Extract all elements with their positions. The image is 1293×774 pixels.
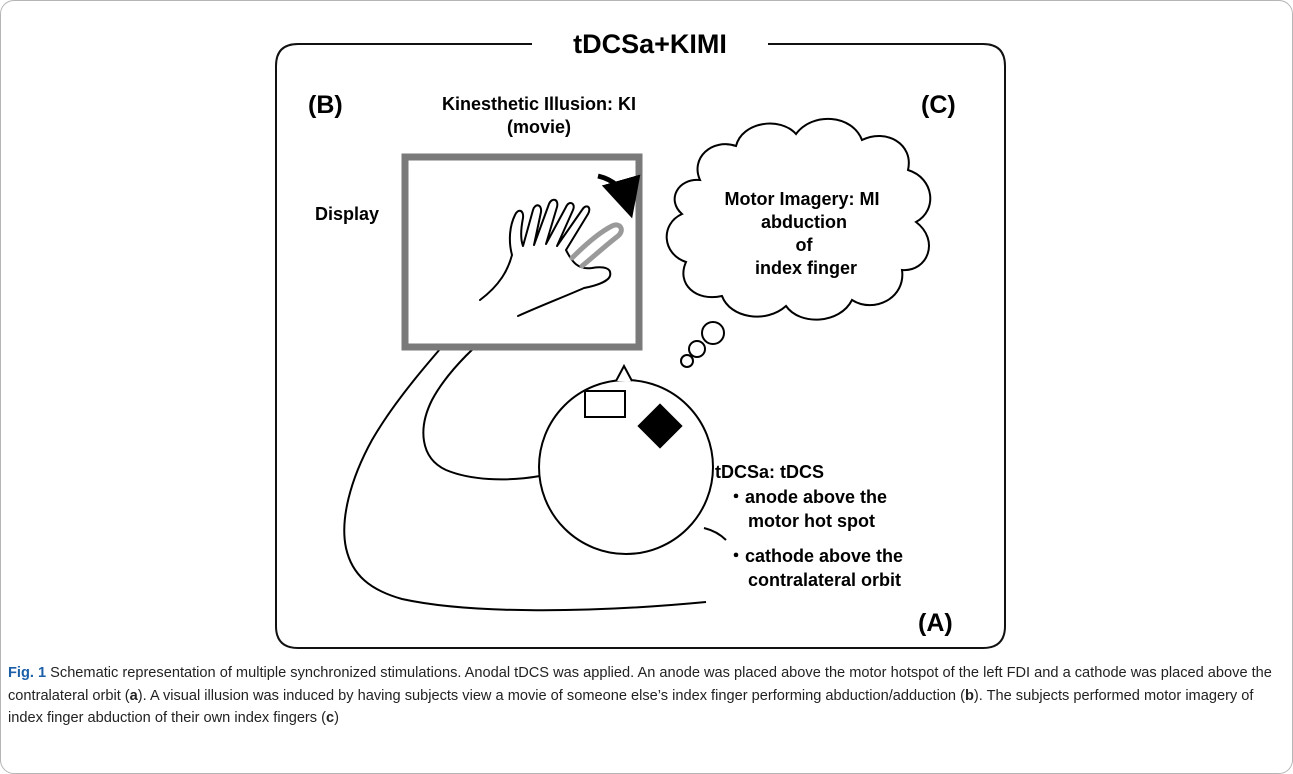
tdcs-anode-line1: ・anode above the	[727, 487, 887, 507]
caption-fig-number: Fig. 1	[8, 665, 47, 681]
panel-label-a: (A)	[918, 609, 953, 637]
ki-label-line1: Kinesthetic Illusion: KI	[442, 94, 636, 114]
moving-index-finger	[569, 222, 624, 269]
caption-text-4: )	[334, 710, 340, 726]
mi-label-line4: index finger	[755, 258, 857, 278]
hand-illustration	[479, 198, 612, 317]
arm-outline-lower	[343, 309, 707, 612]
mi-label-line1: Motor Imagery: MI	[724, 189, 879, 209]
outer-frame	[275, 43, 1006, 649]
tdcs-cathode-line2: contralateral orbit	[748, 570, 901, 590]
tdcs-anode-line2: motor hot spot	[748, 511, 875, 531]
shoulder-line	[703, 527, 727, 541]
caption-text-2: ). A visual illusion was induced by havi…	[137, 687, 965, 704]
panel-label-b: (B)	[308, 91, 343, 119]
thought-cloud	[665, 118, 932, 321]
cathode-electrode	[584, 390, 626, 418]
figure-caption: Fig. 1 Schematic representation of multi…	[8, 662, 1283, 730]
caption-ref-b: b	[964, 687, 974, 704]
schematic-diagram: tDCSa+KIMI (B) (C) (A) Kinesthetic Illus…	[275, 29, 1006, 649]
tdcs-title: tDCSa: tDCS	[715, 462, 824, 482]
display-screen	[401, 153, 643, 351]
caption-ref-a: a	[129, 687, 138, 704]
abduction-arrow	[597, 173, 641, 219]
display-label: Display	[315, 204, 379, 224]
thought-bubble-medium	[688, 340, 706, 358]
ki-label-line2: (movie)	[507, 117, 571, 137]
caption-text-3: ). The subjects performed motor imagery …	[8, 687, 1254, 727]
mi-label-line3: of	[796, 235, 814, 255]
thought-bubble-large	[701, 321, 725, 345]
thought-bubble-small	[680, 354, 694, 368]
nose-marker	[615, 363, 633, 382]
panel-label-c: (C)	[921, 91, 956, 119]
arm-outline-upper	[422, 315, 541, 481]
caption-text-1: Schematic representation of multiple syn…	[8, 665, 1272, 704]
tdcs-cathode-line1: ・cathode above the	[727, 546, 903, 566]
caption-ref-c: c	[326, 710, 335, 726]
figure-title: tDCSa+KIMI	[573, 29, 727, 59]
mi-label-line2: abduction	[761, 212, 847, 232]
